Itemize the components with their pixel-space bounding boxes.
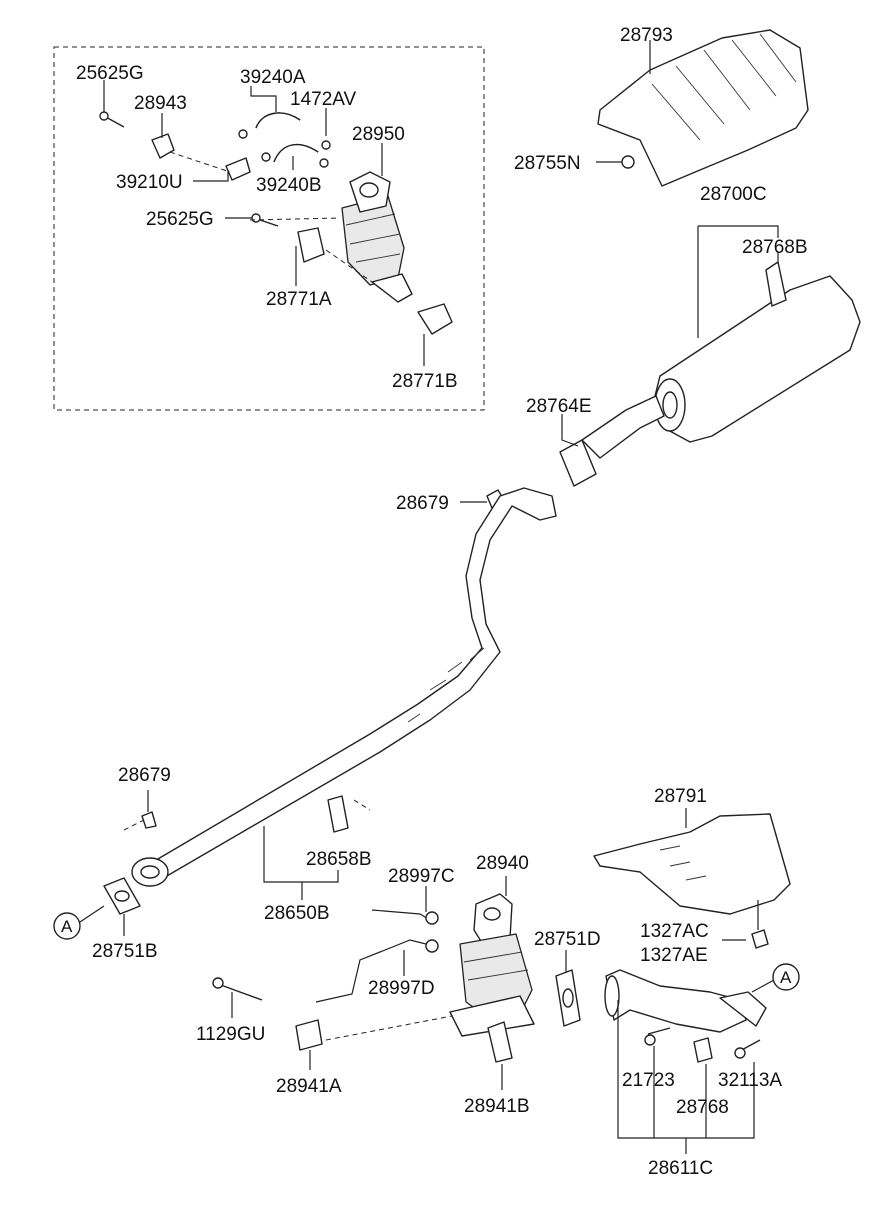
label-28650b[interactable]: 28650B xyxy=(264,903,330,924)
hanger-28768 xyxy=(693,1037,713,1063)
oxygen-sensor-28997c xyxy=(371,909,439,925)
catalytic-converter-28940 xyxy=(449,893,535,1037)
hanger-28658b xyxy=(327,795,349,833)
label-28700c[interactable]: 28700C xyxy=(700,184,767,205)
ref-a-left: A xyxy=(61,917,73,936)
nut-1327ac xyxy=(751,929,769,949)
label-28943[interactable]: 28943 xyxy=(134,93,187,114)
inset-sensor-39210u xyxy=(225,157,251,181)
heat-shield-28791 xyxy=(593,813,791,915)
inset-bracket-28943 xyxy=(99,111,175,159)
label-39210u[interactable]: 39210U xyxy=(116,172,183,193)
label-32113a[interactable]: 32113A xyxy=(718,1070,782,1091)
label-28658b[interactable]: 28658B xyxy=(306,849,372,870)
label-28768[interactable]: 28768 xyxy=(676,1097,729,1118)
label-39240a[interactable]: 39240A xyxy=(240,67,306,88)
label-28771b[interactable]: 28771B xyxy=(392,371,458,392)
inset-bolt-25625g xyxy=(251,213,279,227)
label-1129gu[interactable]: 1129GU xyxy=(196,1024,265,1045)
inset-bracket-28771b xyxy=(417,303,453,335)
label-39240b[interactable]: 39240B xyxy=(256,175,322,196)
oxygen-sensor-28997d xyxy=(315,939,439,1003)
label-28940[interactable]: 28940 xyxy=(476,853,529,874)
ref-a-right: A xyxy=(780,968,792,987)
bolt-21723 xyxy=(647,1027,671,1035)
heat-shield-28793 xyxy=(597,29,809,187)
label-28751d[interactable]: 28751D xyxy=(534,929,601,950)
inset-catalytic-converter xyxy=(341,171,413,303)
label-28611c[interactable]: 28611C xyxy=(648,1158,713,1179)
label-28941b[interactable]: 28941B xyxy=(464,1096,530,1117)
bracket-28941a xyxy=(295,1019,323,1051)
inset-hoses xyxy=(238,112,331,168)
label-28941a[interactable]: 28941A xyxy=(276,1076,342,1097)
label-28755n[interactable]: 28755N xyxy=(514,153,581,174)
ref-a-right-circle xyxy=(772,963,800,991)
front-pipe-28611c xyxy=(604,969,767,1033)
label-28679-upper[interactable]: 28679 xyxy=(396,493,449,514)
muffler-28700c xyxy=(581,261,861,459)
label-1327ac[interactable]: 1327AC xyxy=(640,921,709,942)
nut-28679-lower xyxy=(141,811,157,829)
label-28751b[interactable]: 28751B xyxy=(92,941,158,962)
nut-28755n xyxy=(621,155,635,169)
center-pipe-28650b xyxy=(131,487,557,887)
bracket-28941b xyxy=(487,1021,513,1063)
ref-a-left-circle xyxy=(53,912,81,940)
detail-inset-box xyxy=(53,46,485,411)
label-28679-lower[interactable]: 28679 xyxy=(118,765,171,786)
gasket-28764e xyxy=(559,439,597,487)
label-25625g-top[interactable]: 25625G xyxy=(76,63,144,84)
label-28997c[interactable]: 28997C xyxy=(388,866,455,887)
label-25625g-mid[interactable]: 25625G xyxy=(146,209,214,230)
inset-bracket-28771a xyxy=(297,227,325,263)
label-28791[interactable]: 28791 xyxy=(654,786,707,807)
label-28771a[interactable]: 28771A xyxy=(266,289,332,310)
label-28950[interactable]: 28950 xyxy=(352,124,405,145)
label-28793[interactable]: 28793 xyxy=(620,25,673,46)
label-28997d[interactable]: 28997D xyxy=(368,978,435,999)
label-28768b[interactable]: 28768B xyxy=(742,237,808,258)
label-1327ae[interactable]: 1327AE xyxy=(640,945,708,966)
label-28764e[interactable]: 28764E xyxy=(526,396,592,417)
bolt-1129gu xyxy=(212,977,263,1001)
label-1472av[interactable]: 1472AV xyxy=(290,89,357,110)
label-21723[interactable]: 21723 xyxy=(622,1070,675,1091)
